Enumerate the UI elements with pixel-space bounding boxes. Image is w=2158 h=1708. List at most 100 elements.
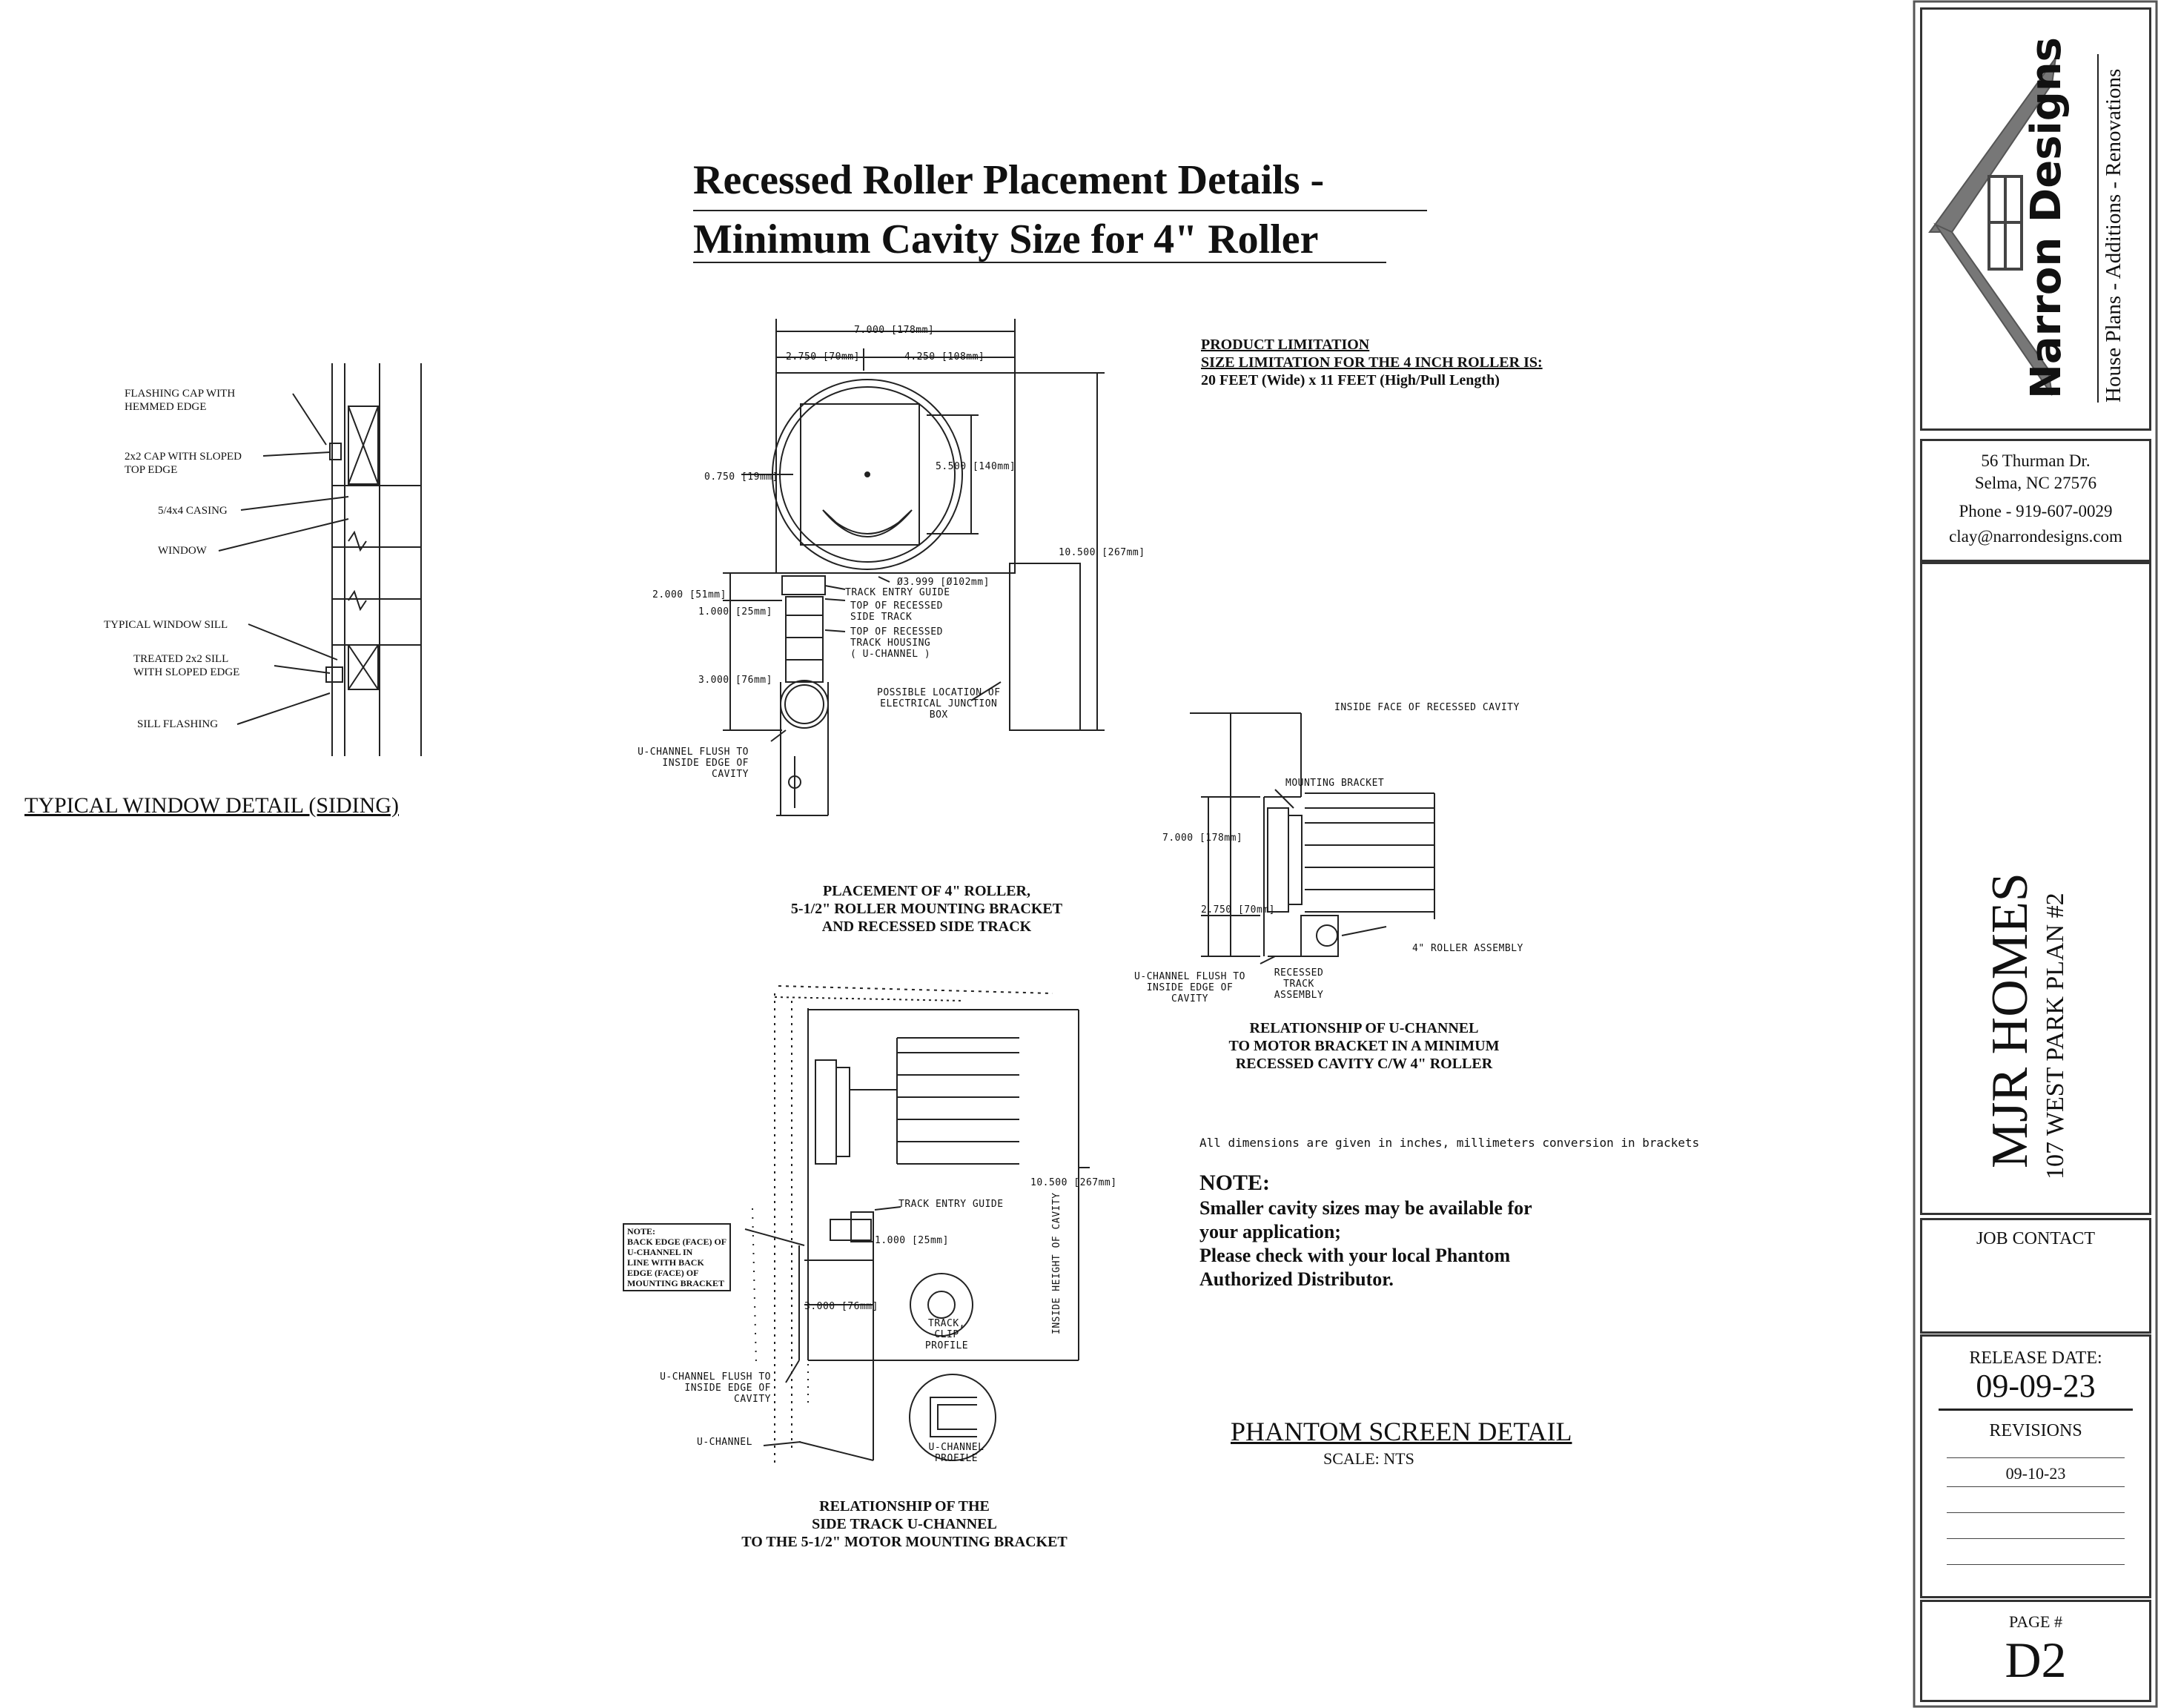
caption-line: RELATIONSHIP OF THE bbox=[819, 1498, 990, 1515]
title-underline-2 bbox=[693, 262, 1386, 263]
contact-address-1: 56 Thurman Dr. bbox=[1981, 451, 2091, 470]
window-label-cap: 2x2 CAP WITH SLOPED TOP EDGE bbox=[125, 450, 242, 477]
label-line: RECESSED bbox=[1274, 967, 1324, 979]
contact-address-2: Selma, NC 27576 bbox=[1974, 474, 2097, 492]
label-top-housing: TOP OF RECESSED TRACK HOUSING ( U-CHANNE… bbox=[850, 626, 943, 660]
relationship-caption: RELATIONSHIP OF U-CHANNEL TO MOTOR BRACK… bbox=[1201, 1019, 1527, 1073]
label-side-track-entry: TRACK ENTRY GUIDE bbox=[898, 1199, 1004, 1210]
project-plan: 107 WEST PARK PLAN #2 bbox=[2042, 893, 2069, 1179]
product-limitation-heading: PRODUCT LIMITATION bbox=[1201, 337, 1370, 353]
window-label-line: TOP EDGE bbox=[125, 464, 178, 476]
logo-tagline-divider bbox=[2097, 54, 2099, 403]
dim-side-1: 1.000 [25mm] bbox=[875, 1235, 949, 1246]
side-track-note: NOTE: BACK EDGE (FACE) OF U-CHANNEL IN L… bbox=[623, 1223, 732, 1291]
window-label-sill: TYPICAL WINDOW SILL bbox=[104, 619, 228, 631]
dim-side-height: 10.500 [267mm] bbox=[1030, 1177, 1117, 1188]
dim-radius: 5.500 [140mm] bbox=[936, 461, 1016, 472]
label-junction-box: POSSIBLE LOCATION OF ELECTRICAL JUNCTION… bbox=[877, 687, 1001, 721]
label-inside-face: INSIDE FACE OF RECESSED CAVITY bbox=[1334, 702, 1520, 713]
title-block-contact: 56 Thurman Dr. Selma, NC 27576 Phone - 9… bbox=[1920, 439, 2151, 562]
label-line: BOX bbox=[929, 709, 948, 721]
contact-phone: Phone - 919-607-0029 bbox=[1959, 502, 2113, 520]
dim-rel-275: 2.750 [70mm] bbox=[1201, 904, 1275, 916]
label-track-clip: TRACK, CLIP PROFILE bbox=[913, 1318, 980, 1351]
label-line: CAVITY bbox=[712, 769, 749, 780]
dim-guide-gap: 1.000 [25mm] bbox=[698, 606, 772, 618]
contact-email: clay@narrondesigns.com bbox=[1949, 527, 2122, 546]
page-label: PAGE # bbox=[2009, 1612, 2062, 1631]
caption-line: RECESSED CAVITY C/W 4" ROLLER bbox=[1235, 1056, 1493, 1072]
label-u-channel-flush: U-CHANNEL FLUSH TO INSIDE EDGE OF CAVITY bbox=[630, 747, 749, 780]
label-u-channel: U-CHANNEL bbox=[697, 1437, 752, 1448]
project-name: MJR HOMES bbox=[1982, 873, 2039, 1168]
sheet-title-line-2: Minimum Cavity Size for 4" Roller bbox=[693, 216, 1319, 262]
label-line: INSIDE EDGE OF bbox=[662, 758, 749, 769]
revision-line-4 bbox=[1947, 1538, 2125, 1539]
note-line: LINE WITH BACK bbox=[627, 1257, 704, 1268]
caption-line: TO MOTOR BRACKET IN A MINIMUM bbox=[1228, 1038, 1500, 1054]
dim-diameter: Ø3.999 [Ø102mm] bbox=[897, 577, 990, 588]
window-label-line: TREATED 2x2 SILL bbox=[133, 653, 229, 665]
label-line: INSIDE EDGE OF bbox=[684, 1383, 771, 1394]
product-limitation: PRODUCT LIMITATION SIZE LIMITATION FOR T… bbox=[1201, 336, 1543, 389]
label-line: CAVITY bbox=[1171, 993, 1208, 1004]
detail-title: PHANTOM SCREEN DETAIL bbox=[1231, 1417, 1572, 1446]
logo-brand: Narron Designs bbox=[2022, 36, 2071, 399]
release-date: 09-09-23 bbox=[1976, 1368, 2096, 1404]
label-line: TOP OF RECESSED bbox=[850, 600, 943, 612]
window-label-window: WINDOW bbox=[158, 545, 207, 557]
title-block-page: PAGE # D2 bbox=[1920, 1600, 2151, 1702]
side-track-detail-drawing bbox=[744, 985, 1090, 1468]
label-side-u-channel-flush: U-CHANNEL FLUSH TO INSIDE EDGE OF CAVITY bbox=[652, 1371, 771, 1405]
window-label-sill-flashing: SILL FLASHING bbox=[137, 718, 219, 730]
revision-1: 09-10-23 bbox=[2005, 1464, 2066, 1483]
label-line: INSIDE EDGE OF bbox=[1146, 982, 1234, 993]
title-block-release: RELEASE DATE: 09-09-23 REVISIONS 09-10-2… bbox=[1920, 1334, 2151, 1598]
product-limitation-line-2: 20 FEET (Wide) x 11 FEET (High/Pull Leng… bbox=[1201, 372, 1500, 388]
release-label: RELEASE DATE: bbox=[1969, 1348, 2102, 1368]
window-label-line: FLASHING CAP WITH bbox=[125, 388, 236, 400]
window-label-treated-sill: TREATED 2x2 SILL WITH SLOPED EDGE bbox=[133, 652, 239, 679]
dim-channel: 3.000 [76mm] bbox=[698, 675, 772, 686]
dim-left: 2.750 [70mm] bbox=[786, 351, 860, 363]
note-line: BACK EDGE (FACE) OF bbox=[627, 1237, 727, 1247]
dim-height: 10.500 [267mm] bbox=[1059, 547, 1145, 558]
caption-line: AND RECESSED SIDE TRACK bbox=[821, 918, 1032, 935]
logo-tagline: House Plans - Additions - Renovations bbox=[2102, 68, 2125, 403]
label-top-side-track: TOP OF RECESSED SIDE TRACK bbox=[850, 600, 943, 623]
dim-top-gap: 2.000 [51mm] bbox=[652, 589, 726, 600]
label-line: U-CHANNEL FLUSH TO bbox=[1134, 971, 1245, 982]
label-inside-height: INSIDE HEIGHT OF CAVITY bbox=[1051, 1192, 1062, 1334]
cavity-note-line: Smaller cavity sizes may be available fo… bbox=[1199, 1197, 1532, 1219]
title-underline-1 bbox=[693, 210, 1427, 211]
label-line: CAVITY bbox=[734, 1394, 771, 1405]
page-number: D2 bbox=[2005, 1632, 2067, 1688]
label-rel-u-channel: U-CHANNEL FLUSH TO INSIDE EDGE OF CAVITY bbox=[1123, 971, 1257, 1004]
window-label-line: 2x2 CAP WITH SLOPED bbox=[125, 451, 242, 463]
revisions-label: REVISIONS bbox=[1989, 1421, 2082, 1440]
label-track-entry: TRACK ENTRY GUIDE bbox=[845, 587, 950, 598]
note-line: U-CHANNEL IN bbox=[627, 1247, 693, 1257]
label-line: ASSEMBLY bbox=[1274, 990, 1324, 1001]
label-line: U-CHANNEL bbox=[928, 1442, 984, 1453]
title-block-job-contact: JOB CONTACT bbox=[1920, 1218, 2151, 1334]
label-line: TRACK bbox=[1283, 979, 1314, 990]
dim-rel-7: 7.000 [178mm] bbox=[1162, 833, 1243, 844]
caption-line: SIDE TRACK U-CHANNEL bbox=[812, 1516, 997, 1532]
note-line: NOTE: bbox=[627, 1226, 656, 1237]
title-block-logo: Narron Designs House Plans - Additions -… bbox=[1920, 7, 2151, 431]
label-line: U-CHANNEL FLUSH TO bbox=[660, 1371, 771, 1383]
window-label-line: WITH SLOPED EDGE bbox=[133, 666, 240, 678]
cavity-note: NOTE: Smaller cavity sizes may be availa… bbox=[1199, 1170, 1532, 1291]
product-limitation-line-1: SIZE LIMITATION FOR THE 4 INCH ROLLER IS… bbox=[1201, 354, 1543, 371]
revision-line-2 bbox=[1947, 1486, 2125, 1487]
revision-line-5 bbox=[1947, 1564, 2125, 1565]
dimensions-note: All dimensions are given in inches, mill… bbox=[1199, 1136, 1700, 1150]
window-label-line: HEMMED EDGE bbox=[125, 401, 207, 413]
logo-roof-icon bbox=[1928, 57, 2056, 396]
label-roller-assembly: 4" ROLLER ASSEMBLY bbox=[1412, 943, 1523, 954]
caption-line: TO THE 5-1/2" MOTOR MOUNTING BRACKET bbox=[741, 1534, 1068, 1550]
label-mounting-bracket: MOUNTING BRACKET bbox=[1285, 778, 1385, 789]
sheet-title: Recessed Roller Placement Details - Mini… bbox=[693, 154, 1324, 265]
